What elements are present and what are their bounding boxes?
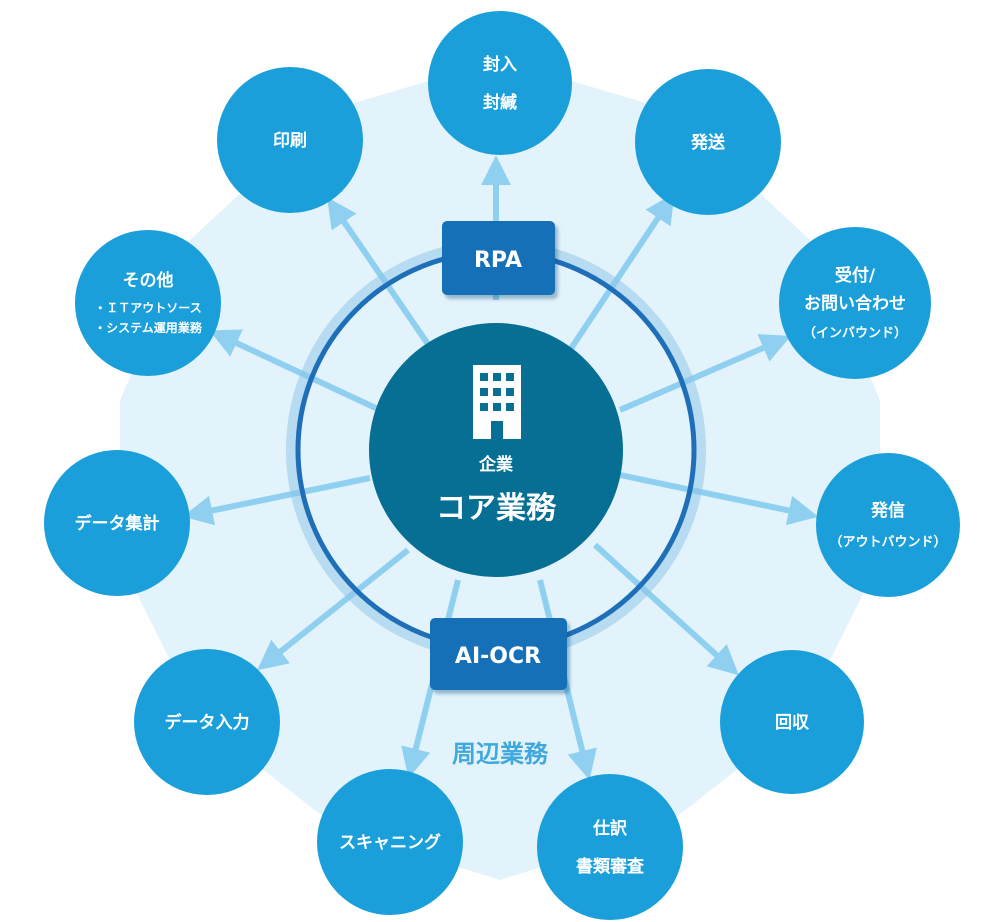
service-bubble-uketsuke: 受付/お問い合わせ （インバウンド） bbox=[779, 227, 931, 379]
service-bubble-hassou: 発送 bbox=[635, 69, 781, 215]
service-circle-scanning bbox=[317, 769, 463, 915]
service-label-data-input-0: データ入力 bbox=[165, 712, 250, 733]
service-bubble-data-aggregate: データ集計 bbox=[44, 450, 190, 596]
service-bubble-hasshin: 発信 （アウトバウンド） bbox=[816, 453, 960, 597]
service-circle-data-aggregate bbox=[44, 450, 190, 596]
service-circle-hasshin bbox=[816, 453, 960, 597]
service-circle-hassou bbox=[635, 69, 781, 215]
service-label-scanning-0: スキャニング bbox=[339, 832, 441, 853]
service-circle-print bbox=[217, 67, 363, 213]
service-label-others-1: ・ＩＴアウトソース bbox=[94, 301, 201, 315]
service-label-kaishu-0: 回収 bbox=[775, 713, 810, 733]
rpa-tag bbox=[442, 221, 555, 295]
service-bubble-others: その他・ＩＴアウトソース・システム運用業務 bbox=[75, 230, 221, 376]
core-circle bbox=[369, 323, 623, 577]
service-circle-shiwake bbox=[537, 774, 683, 920]
service-label-uketsuke-1: お問い合わせ bbox=[804, 293, 906, 314]
arrow-to-uketsuke bbox=[618, 334, 791, 413]
service-label-hassou-0: 発送 bbox=[690, 132, 726, 153]
service-label-fuunyu-0: 封入 bbox=[483, 54, 517, 75]
service-label-uketsuke-2: （インバウンド） bbox=[803, 325, 907, 341]
service-label-others-2: ・システム運用業務 bbox=[94, 320, 203, 335]
service-circle-fuunyu bbox=[428, 11, 572, 155]
peripheral-label: 周辺業務 bbox=[452, 740, 549, 768]
service-label-fuunyu-1: 封緘 bbox=[483, 92, 517, 113]
service-label-print-0: 印刷 bbox=[273, 131, 307, 151]
rpa-tag-label: RPA bbox=[474, 248, 522, 273]
service-bubble-print: 印刷 bbox=[217, 67, 363, 213]
arrow-to-kaishu bbox=[592, 542, 739, 676]
service-bubble-kaishu: 回収 bbox=[720, 650, 864, 794]
core-company-label: 企業 bbox=[478, 454, 513, 475]
service-bubble-scanning: スキャニング bbox=[317, 769, 463, 915]
building-icon bbox=[473, 365, 521, 439]
service-circle-kaishu bbox=[720, 650, 864, 794]
aiocr-tag-label: AI-OCR bbox=[455, 644, 541, 669]
service-circle-uketsuke bbox=[779, 227, 931, 379]
service-label-others-0: その他 bbox=[123, 270, 174, 291]
aiocr-tag bbox=[430, 618, 567, 690]
service-label-hasshin-1: （アウトバウンド） bbox=[829, 534, 946, 550]
service-label-shiwake-0: 仕訳 bbox=[592, 818, 628, 839]
service-circle-data-input bbox=[134, 649, 280, 795]
arrow-to-data-aggregate bbox=[182, 475, 371, 526]
core-title: コア業務 bbox=[436, 491, 557, 526]
service-label-data-aggregate-0: データ集計 bbox=[75, 513, 160, 534]
arrow-to-data-input bbox=[257, 547, 410, 671]
service-label-shiwake-1: 書類審査 bbox=[576, 856, 645, 877]
service-circle-others bbox=[75, 230, 221, 376]
service-label-uketsuke-0: 受付/ bbox=[835, 265, 876, 286]
service-bubble-data-input: データ入力 bbox=[134, 649, 280, 795]
arrow-to-hasshin bbox=[619, 472, 819, 526]
service-label-hasshin-0: 発信 bbox=[870, 500, 905, 521]
